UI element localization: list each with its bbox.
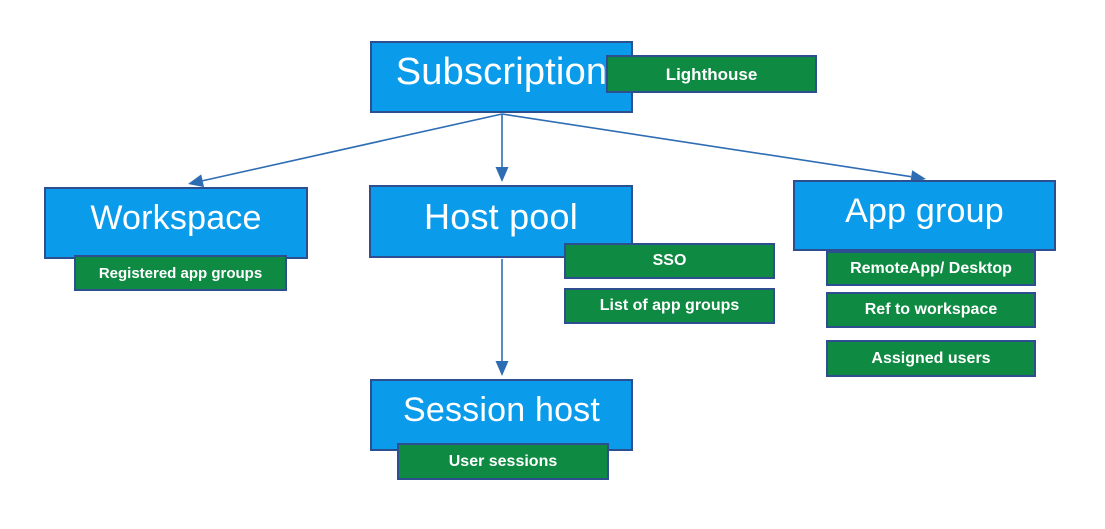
attribute-lighthouse[interactable]: Lighthouse	[606, 55, 817, 93]
attribute-label-list-of-app-groups: List of app groups	[599, 297, 740, 314]
arrowhead-icon	[495, 361, 509, 376]
node-session-host[interactable]: Session host	[370, 379, 633, 451]
node-app-group[interactable]: App group	[793, 180, 1056, 251]
attribute-label-registered-app-groups: Registered app groups	[98, 264, 263, 282]
node-label-workspace: Workspace	[90, 199, 262, 237]
attribute-remoteapp-desktop[interactable]: RemoteApp/ Desktop	[826, 251, 1036, 286]
node-workspace[interactable]: Workspace	[44, 187, 308, 259]
attribute-label-lighthouse: Lighthouse	[665, 64, 758, 84]
attribute-list-of-app-groups[interactable]: List of app groups	[564, 288, 775, 324]
connector-host-pool-to-session-host	[495, 259, 509, 376]
connector-line	[202, 113, 503, 182]
attribute-registered-app-groups[interactable]: Registered app groups	[74, 255, 287, 291]
connector-subscription-to-app-group	[501, 113, 926, 184]
connector-subscription-to-host-pool	[495, 114, 509, 182]
attribute-ref-to-workspace[interactable]: Ref to workspace	[826, 292, 1036, 328]
attribute-label-assigned-users: Assigned users	[871, 349, 991, 367]
node-subscription[interactable]: Subscription	[370, 41, 633, 113]
attribute-user-sessions[interactable]: User sessions	[397, 443, 609, 480]
node-label-subscription: Subscription	[395, 51, 608, 93]
attribute-label-user-sessions: User sessions	[448, 452, 558, 470]
node-label-app-group: App group	[845, 191, 1004, 230]
node-label-host-pool: Host pool	[424, 195, 578, 237]
attribute-label-sso: SSO	[652, 252, 687, 269]
attribute-label-remoteapp-desktop: RemoteApp/ Desktop	[850, 259, 1012, 277]
connector-line	[501, 113, 912, 178]
attribute-sso[interactable]: SSO	[564, 243, 775, 279]
connector-subscription-to-workspace	[188, 113, 503, 188]
attribute-assigned-users[interactable]: Assigned users	[826, 340, 1036, 377]
attribute-label-ref-to-workspace: Ref to workspace	[864, 301, 998, 318]
arrowhead-icon	[188, 174, 205, 188]
node-label-session-host: Session host	[402, 391, 601, 429]
arrowhead-icon	[495, 167, 509, 182]
